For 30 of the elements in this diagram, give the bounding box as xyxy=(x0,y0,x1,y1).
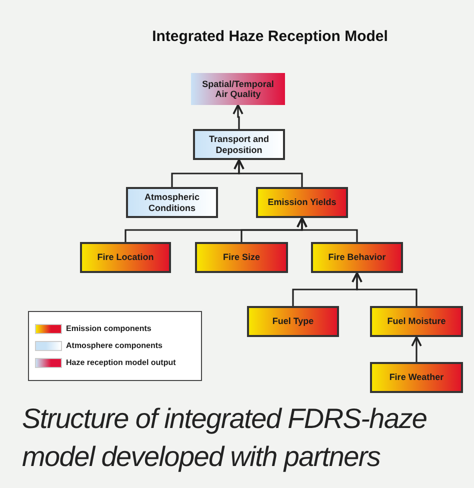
box-label: Fuel Type xyxy=(272,316,314,327)
component-box xyxy=(311,242,403,273)
component-box xyxy=(370,306,463,337)
connector-arrow xyxy=(352,272,418,306)
component-box xyxy=(247,306,339,337)
box-label: Fire Behavior xyxy=(328,252,386,263)
box-label: Atmospheric Conditions xyxy=(143,192,200,213)
box-label: Fire Size xyxy=(222,252,260,263)
connector-arrow xyxy=(296,217,358,242)
connector-arrow xyxy=(411,336,422,362)
box-label: Emission Yields xyxy=(268,197,336,208)
connector-arrow xyxy=(232,104,244,129)
component-box xyxy=(256,187,348,218)
component-box xyxy=(126,187,218,218)
component-box xyxy=(191,73,285,105)
box-label: Fuel Moisture xyxy=(387,316,446,327)
component-box xyxy=(80,242,171,273)
box-label: Fire Weather xyxy=(389,372,444,383)
legend-label: Haze reception model output xyxy=(66,357,176,369)
component-box xyxy=(193,129,285,160)
legend-label: Emission components xyxy=(66,323,152,335)
box-label: Transport and Deposition xyxy=(208,134,270,155)
caption: Structure of integrated FDRS-haze model developed with partners xyxy=(22,402,428,474)
legend-label: Atmosphere components xyxy=(66,340,162,352)
box-label: Fire Location xyxy=(97,252,154,263)
connector-arrow xyxy=(234,159,303,187)
box-label: Spatial/Temporal Air Quality xyxy=(201,78,275,100)
diagram-title: Integrated Haze Reception Model xyxy=(151,27,389,47)
component-box xyxy=(370,362,463,393)
component-box xyxy=(195,242,288,273)
